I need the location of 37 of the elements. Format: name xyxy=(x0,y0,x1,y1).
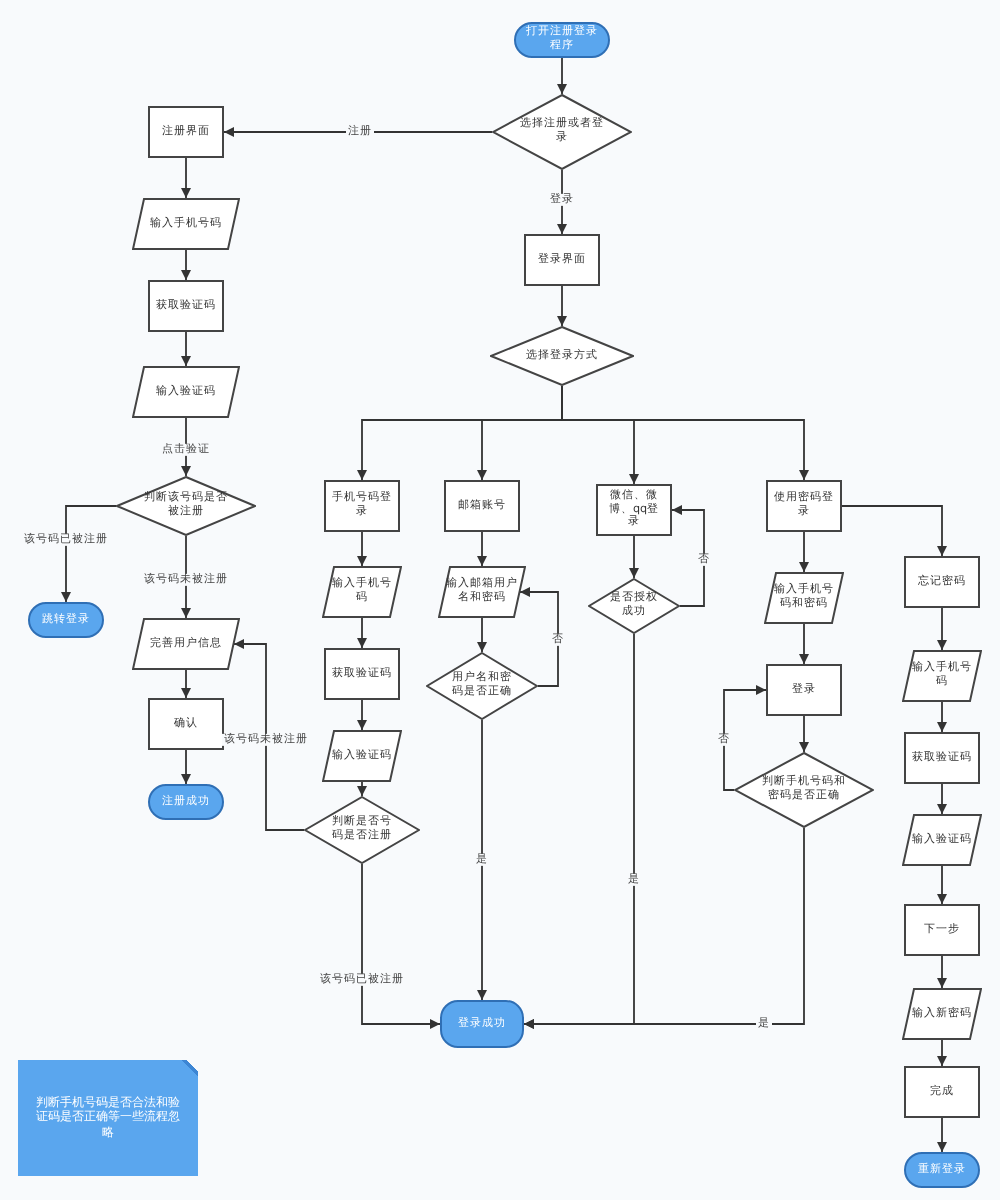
arrow xyxy=(561,385,809,481)
arrow xyxy=(799,623,809,665)
arrow xyxy=(357,531,367,567)
arrow xyxy=(723,685,767,791)
arrow xyxy=(181,157,191,199)
arrow xyxy=(937,701,947,733)
arrow xyxy=(799,531,809,573)
arrow xyxy=(181,535,191,619)
arrow xyxy=(937,1117,947,1153)
arrow xyxy=(357,699,367,731)
arrow xyxy=(233,639,305,831)
arrow xyxy=(937,607,947,651)
arrow xyxy=(557,57,567,95)
arrow xyxy=(361,863,441,1029)
arrow xyxy=(629,535,639,579)
arrow xyxy=(477,617,487,653)
arrow xyxy=(841,505,947,557)
arrow xyxy=(223,127,493,137)
arrow xyxy=(937,1039,947,1067)
arrow xyxy=(557,285,567,327)
arrow xyxy=(519,587,559,687)
arrow xyxy=(181,249,191,281)
arrow xyxy=(523,827,805,1029)
arrow xyxy=(477,719,487,1001)
arrow xyxy=(181,331,191,367)
arrow xyxy=(937,865,947,905)
arrow xyxy=(181,669,191,699)
arrow xyxy=(799,715,809,753)
arrow xyxy=(937,783,947,815)
arrow xyxy=(477,531,487,567)
arrow xyxy=(61,505,117,603)
arrow xyxy=(937,955,947,989)
arrow xyxy=(671,505,705,607)
arrow xyxy=(557,169,567,235)
arrow xyxy=(181,749,191,785)
arrow xyxy=(357,781,367,797)
arrow xyxy=(357,617,367,649)
